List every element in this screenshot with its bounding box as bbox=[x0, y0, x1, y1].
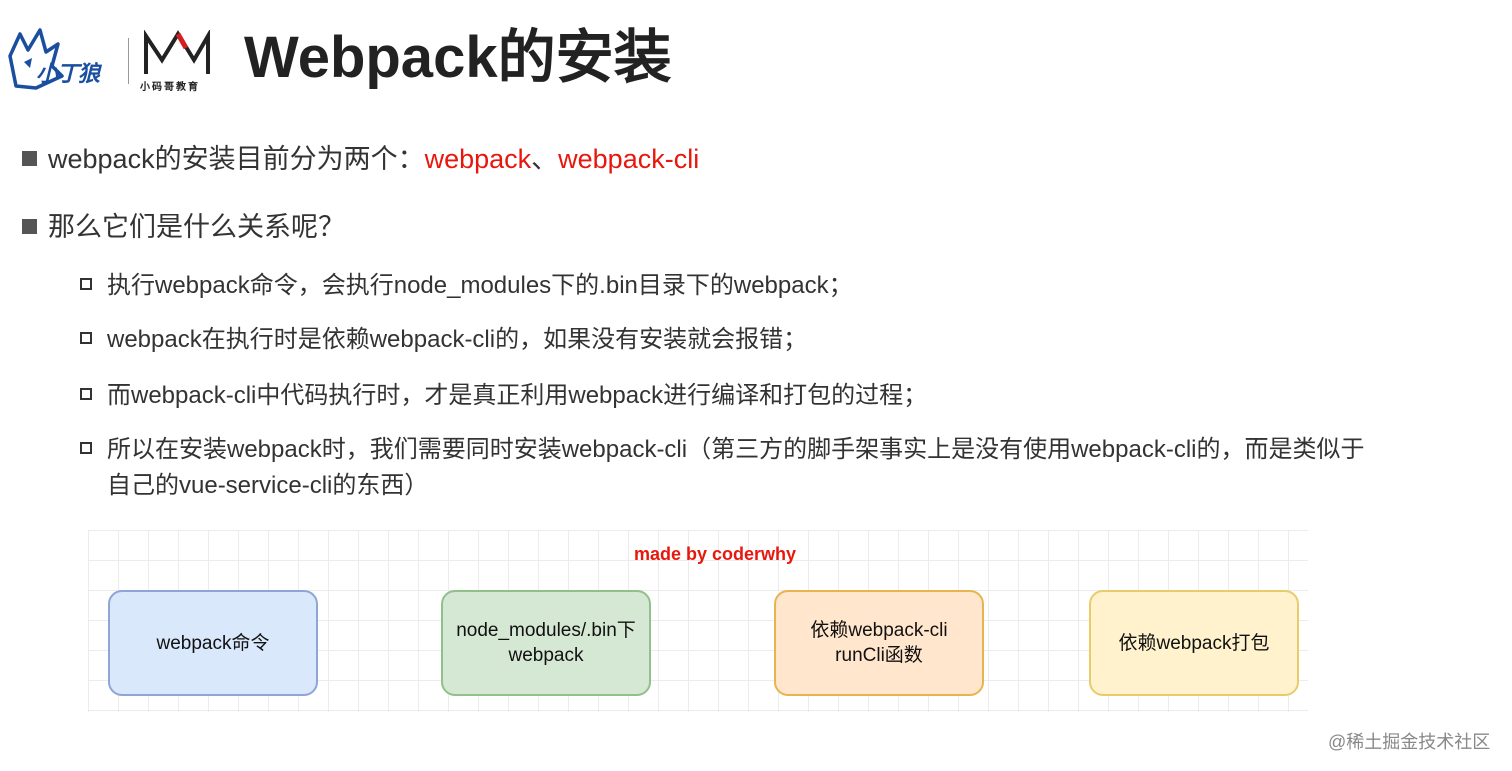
sub-bullet-text: webpack在执行时是依赖webpack-cli的，如果没有安装就会报错； bbox=[107, 326, 808, 353]
node-webpack-bundle: 依赖webpack打包 bbox=[1089, 590, 1299, 696]
square-bullet-icon bbox=[22, 219, 37, 234]
hollow-square-bullet-icon bbox=[80, 442, 92, 454]
sub-bullet-text: 执行webpack命令，会执行node_modules下的.bin目录下的web… bbox=[107, 272, 853, 299]
hollow-square-bullet-icon bbox=[80, 332, 92, 344]
sub-bullet-3: 而webpack-cli中代码执行时，才是真正利用webpack进行编译和打包的… bbox=[80, 378, 1500, 414]
hollow-square-bullet-icon bbox=[80, 388, 92, 400]
node-label-line-1: 依赖webpack-cli bbox=[810, 620, 948, 641]
m-logo-text: 小码哥教育 bbox=[140, 82, 200, 93]
highlight-webpack: webpack bbox=[424, 144, 532, 174]
wolf-logo-text: 小丁狼 bbox=[36, 61, 100, 86]
sub-bullet-1: 执行webpack命令，会执行node_modules下的.bin目录下的web… bbox=[80, 268, 1500, 304]
sub-bullet-text-line-1: 所以在安装webpack时，我们需要同时安装webpack-cli（第三方的脚手… bbox=[107, 436, 1365, 463]
diagram-caption: made by coderwhy bbox=[634, 544, 797, 564]
bullet-relationship-question: 那么它们是什么关系呢？ bbox=[22, 210, 345, 244]
logo-divider bbox=[128, 38, 129, 84]
sub-bullet-2: webpack在执行时是依赖webpack-cli的，如果没有安装就会报错； bbox=[80, 322, 1500, 358]
node-label-line-1: webpack命令 bbox=[156, 632, 270, 654]
separator-text: 、 bbox=[531, 144, 559, 174]
node-label-line-1: 依赖webpack打包 bbox=[1118, 632, 1270, 654]
node-label-line-1: node_modules/.bin下 bbox=[456, 620, 636, 641]
sub-bullet-text-line-2: 自己的vue-service-cli的东西） bbox=[107, 472, 429, 499]
node-bin-webpack: node_modules/.bin下 webpack bbox=[441, 590, 651, 696]
square-bullet-icon bbox=[22, 151, 37, 166]
hollow-square-bullet-icon bbox=[80, 278, 92, 290]
bullet-text: 那么它们是什么关系呢？ bbox=[48, 212, 345, 242]
node-webpack-command: webpack命令 bbox=[108, 590, 318, 696]
sub-bullet-4: 所以在安装webpack时，我们需要同时安装webpack-cli（第三方的脚手… bbox=[80, 432, 1500, 504]
sub-bullet-text: 而webpack-cli中代码执行时，才是真正利用webpack进行编译和打包的… bbox=[107, 382, 928, 409]
xiaodinglang-logo: 小丁狼 bbox=[6, 26, 126, 92]
juejin-watermark: @稀土掘金技术社区 bbox=[1328, 732, 1491, 752]
highlight-webpack-cli: webpack-cli bbox=[558, 144, 700, 174]
m-logo-icon bbox=[144, 28, 210, 74]
wolf-logo-icon bbox=[8, 28, 64, 90]
page-title: Webpack的安装 bbox=[244, 25, 672, 90]
node-webpack-cli-runcli: 依赖webpack-cli runCli函数 bbox=[774, 590, 984, 696]
node-label-line-2: runCli函数 bbox=[835, 645, 923, 666]
bullet-text: webpack的安装目前分为两个： bbox=[48, 144, 425, 174]
node-label-line-2: webpack bbox=[508, 645, 584, 666]
bullet-install-packages: webpack的安装目前分为两个：webpack、webpack-cli bbox=[22, 142, 699, 176]
slide-header: 小丁狼 小码哥教育 Webpack的安装 bbox=[0, 0, 1512, 110]
xiaomage-logo: 小码哥教育 bbox=[138, 28, 224, 93]
